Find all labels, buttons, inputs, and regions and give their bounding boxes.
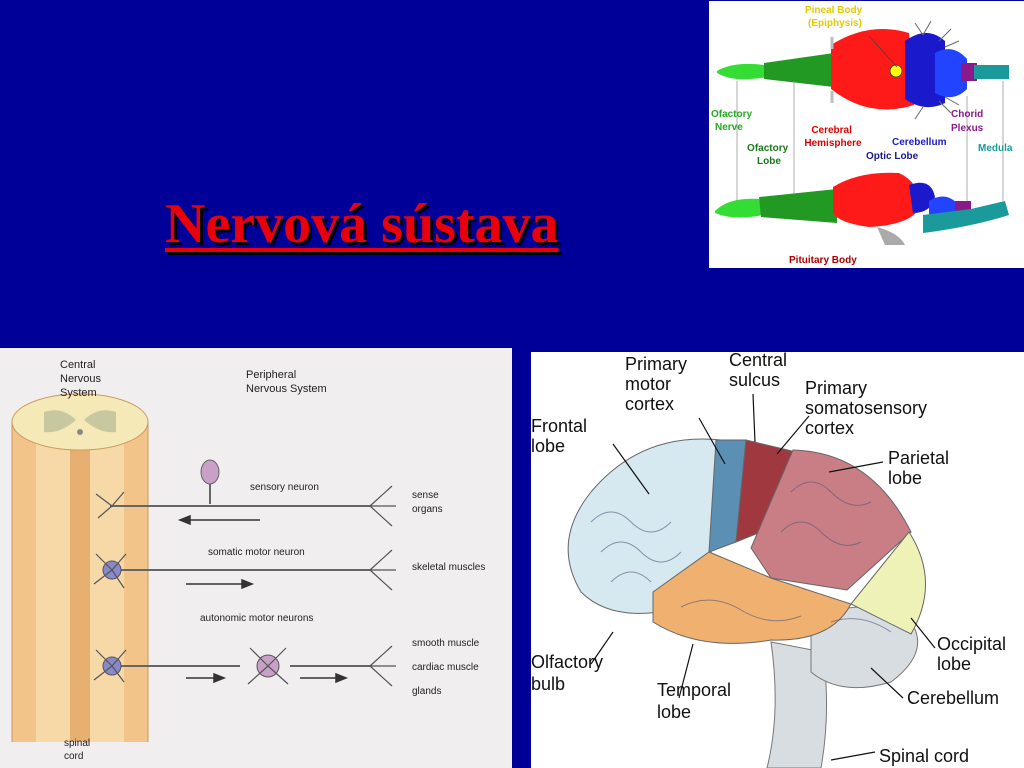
human-brain-diagram: Primary motor cortex Central sulcus Prim… (531, 352, 1011, 768)
medula-dorsal (974, 65, 1009, 79)
olfactory-nerve-dorsal (717, 63, 767, 80)
nervous-system-panel: Central Nervous System Peripheral Nervou… (0, 348, 512, 768)
optic-lobe-label: Optic Lobe (866, 151, 919, 162)
frog-brain-diagram: Pineal Body (Epiphysis) Ofactory Nerve O… (711, 5, 1013, 266)
skeletal-muscles-label: skeletal muscles (412, 562, 485, 573)
parietal-lobe-region (750, 449, 912, 591)
frog-brain-panel: Pineal Body (Epiphysis) Ofactory Nerve O… (709, 1, 1024, 268)
pineal-body-dorsal (889, 64, 903, 78)
temporal-lobe-region (652, 551, 852, 644)
olfactory-bulb-label: Olfactory bulb (531, 652, 608, 694)
cerebral-hemisphere-lateral (833, 172, 920, 227)
pns-label: Peripheral Nervous System (246, 369, 327, 395)
brain-gyri (590, 481, 892, 633)
parietal-lobe-label: Parietal lobe (888, 448, 954, 488)
cns-label: Central Nervous System (60, 359, 104, 399)
slide-title: Nervová sústava (165, 193, 559, 255)
smooth-muscle-label: smooth muscle (412, 638, 480, 649)
spinal-cord-label: Spinal cord (879, 746, 969, 766)
primary-motor-cortex-label: Primary motor cortex (625, 354, 692, 414)
chorid-plexus-dorsal (961, 63, 977, 81)
cerebral-hemisphere-dorsal (831, 29, 914, 110)
olfactory-nerve-label: Ofactory Nerve (711, 109, 755, 133)
olfactory-lobe-lateral (759, 189, 837, 223)
nervous-system-diagram: Central Nervous System Peripheral Nervou… (11, 359, 485, 762)
frontal-lobe-label: Frontal lobe (531, 416, 592, 456)
cranial-nerves-dorsal (914, 20, 960, 120)
frog-brain-lateral-view (715, 172, 1009, 245)
olfactory-lobe-label: Ofactory Lobe (747, 143, 791, 167)
human-brain-panel: Primary motor cortex Central sulcus Prim… (531, 352, 1024, 768)
cerebellum-label: Cerebellum (892, 137, 947, 148)
cerebellum-label: Cerebellum (907, 688, 999, 708)
pineal-label: Pineal Body (Epiphysis) (805, 5, 865, 29)
pituitary-body-lateral (877, 227, 905, 245)
brainstem (766, 641, 828, 768)
sensory-ganglion-cell (200, 459, 220, 485)
glands-label: glands (412, 686, 441, 697)
chorid-plexus-label: Chorid Plexus (951, 109, 986, 134)
dendrites (93, 485, 396, 687)
medula-label: Medula (978, 143, 1013, 154)
spinal-cord-label: spinal cord (64, 738, 93, 762)
olfactory-nerve-lateral (715, 198, 763, 218)
neuron-paths (110, 480, 370, 667)
occipital-lobe-label: Occipital lobe (937, 634, 1011, 674)
guide-lines (736, 81, 1004, 201)
cerebellum-lateral (929, 196, 957, 215)
sensory-neuron-label: sensory neuron (250, 482, 319, 493)
leader-lines (590, 393, 936, 761)
occipital-lobe-region (850, 531, 926, 635)
olfactory-lobe-dorsal (764, 53, 834, 87)
signal-arrows (177, 514, 349, 684)
central-sulcus-label: Central sulcus (729, 352, 792, 390)
medula-lateral (923, 201, 1009, 233)
cerebral-hemisphere-label: Cerebral Hemisphere (804, 125, 862, 149)
sense-organs-label: sense organs (412, 490, 443, 515)
pituitary-label: Pituitary Body (789, 255, 857, 266)
somatic-motor-neuron-label: somatic motor neuron (208, 547, 305, 558)
cardiac-muscle-label: cardiac muscle (412, 662, 479, 673)
spinal-cord-column (11, 393, 149, 742)
cerebellum-dorsal (935, 49, 967, 98)
primary-somatosensory-label: Primary somatosensory cortex (805, 378, 932, 438)
frog-brain-dorsal-view (717, 20, 1009, 120)
autonomic-motor-neurons-label: autonomic motor neurons (200, 613, 313, 624)
temporal-lobe-label: Temporal lobe (657, 680, 736, 722)
optic-lobe-lateral (909, 182, 935, 213)
